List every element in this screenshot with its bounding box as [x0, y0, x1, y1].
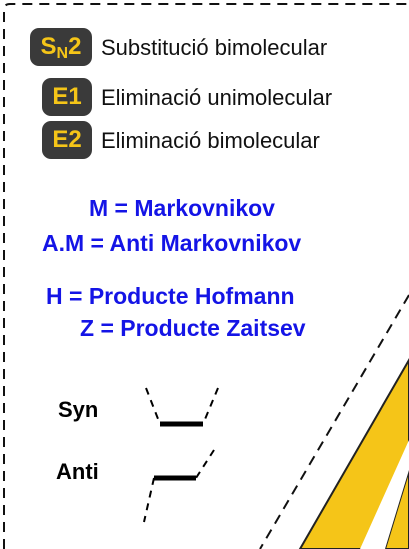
- arrow-gap: [360, 440, 409, 549]
- zaitsev-text: Z = Producte Zaitsev: [80, 315, 306, 341]
- sn2-description: Substitució bimolecular: [101, 35, 328, 60]
- badge-main: E2: [52, 126, 82, 153]
- anti-markovnikov-text: A.M = Anti Markovnikov: [42, 230, 302, 256]
- badge-sub: N: [56, 45, 69, 62]
- syn-label: Syn: [58, 397, 99, 422]
- anti-lower-dash: [143, 477, 155, 523]
- badge-main: S: [40, 33, 57, 60]
- e2-badge: E2: [42, 121, 92, 159]
- sn2-badge: SN2: [30, 28, 92, 66]
- e2-description: Eliminació bimolecular: [101, 128, 320, 153]
- markovnikov-text: M = Markovnikov: [89, 195, 275, 221]
- badge-main: E1: [52, 83, 82, 110]
- hofmann-text: H = Producte Hofmann: [46, 283, 295, 309]
- dashed-border: [3, 3, 409, 549]
- anti-label: Anti: [56, 459, 99, 484]
- syn-right-dash: [202, 387, 219, 425]
- anti-upper-dash: [195, 449, 215, 479]
- e1-badge: E1: [42, 78, 92, 116]
- badge-tail: 2: [68, 33, 82, 60]
- syn-left-dash: [145, 387, 161, 425]
- e1-description: Eliminació unimolecular: [101, 85, 333, 110]
